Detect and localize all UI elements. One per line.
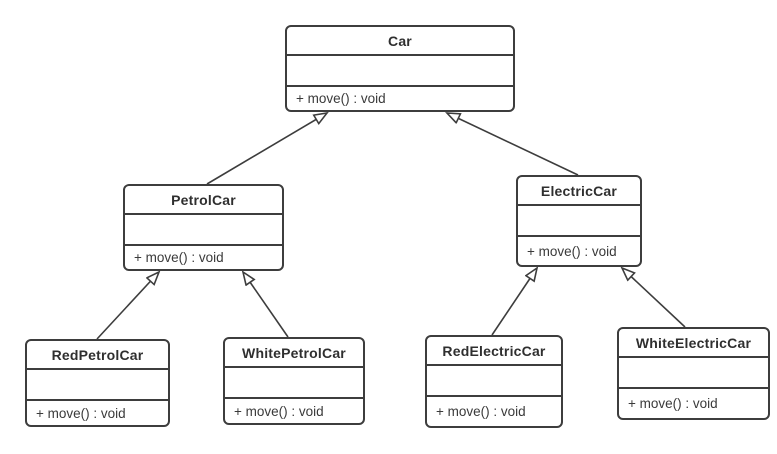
class-method: + move() : void	[296, 91, 386, 106]
class-box-whiteelectriccar[interactable]: WhiteElectricCar + move() : void	[617, 327, 770, 420]
class-box-car[interactable]: Car + move() : void	[285, 25, 515, 112]
class-method: + move() : void	[36, 405, 126, 421]
class-method: + move() : void	[234, 403, 324, 419]
class-name: WhiteElectricCar	[619, 329, 768, 358]
class-method: + move() : void	[527, 243, 617, 259]
generalization-arrow-redelectriccar-to-electriccar	[491, 268, 537, 336]
class-attributes-compartment	[287, 56, 513, 87]
generalization-arrow-petrolcar-to-car	[206, 113, 327, 185]
generalization-arrow-whiteelectriccar-to-electriccar	[622, 268, 686, 328]
generalization-arrow-electriccar-to-car	[447, 113, 579, 176]
class-attributes-compartment	[125, 215, 282, 246]
class-attributes-compartment	[619, 358, 768, 389]
class-box-redelectriccar[interactable]: RedElectricCar + move() : void	[425, 335, 563, 428]
class-name: RedElectricCar	[427, 337, 561, 366]
class-name: ElectricCar	[518, 177, 640, 206]
generalization-arrow-whitepetrolcar-to-petrolcar	[243, 272, 289, 338]
class-method: + move() : void	[134, 250, 224, 265]
class-box-petrolcar[interactable]: PetrolCar + move() : void	[123, 184, 284, 271]
class-name: RedPetrolCar	[27, 341, 168, 370]
class-attributes-compartment	[27, 370, 168, 401]
class-attributes-compartment	[225, 368, 363, 399]
class-box-whitepetrolcar[interactable]: WhitePetrolCar + move() : void	[223, 337, 365, 425]
class-name: WhitePetrolCar	[225, 339, 363, 368]
class-method: + move() : void	[628, 396, 718, 411]
class-box-electriccar[interactable]: ElectricCar + move() : void	[516, 175, 642, 267]
class-box-redpetrolcar[interactable]: RedPetrolCar + move() : void	[25, 339, 170, 427]
class-name: Car	[287, 27, 513, 56]
generalization-arrow-redpetrolcar-to-petrolcar	[96, 272, 159, 340]
class-method: + move() : void	[436, 404, 526, 419]
class-name: PetrolCar	[125, 186, 282, 215]
class-attributes-compartment	[518, 206, 640, 237]
class-attributes-compartment	[427, 366, 561, 397]
